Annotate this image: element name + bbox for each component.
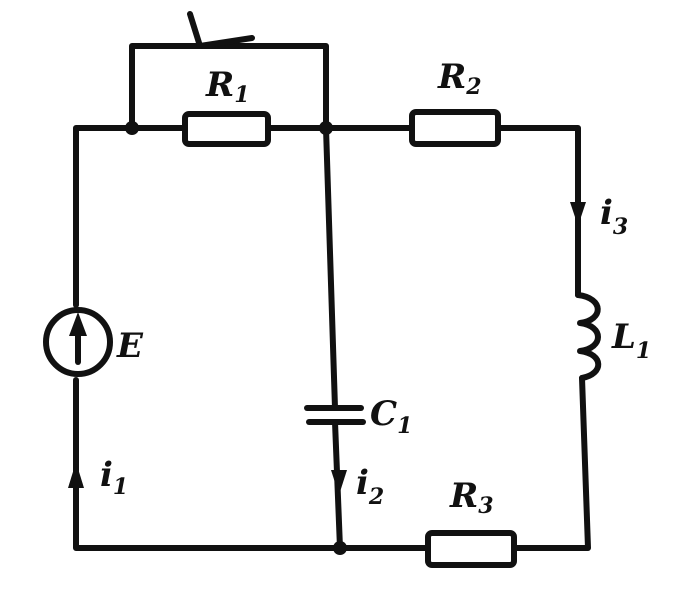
resistor-r1: [182, 111, 271, 147]
label-r3: R3: [449, 476, 494, 519]
junction-node-bottom-middle: [333, 541, 347, 555]
resistor-r3: [425, 530, 517, 568]
junction-node-left: [125, 121, 139, 135]
label-c1: C1: [370, 394, 412, 439]
wire-top-row: [129, 125, 581, 298]
current-arrow-i2: [331, 470, 347, 495]
current-arrow-i3: [570, 202, 586, 226]
switch-bypass-wire: [129, 43, 329, 131]
label-i1: i1: [100, 455, 128, 500]
wire-left-lower: [73, 377, 341, 551]
resistor-r2: [409, 109, 501, 147]
label-r1: R1: [205, 65, 250, 108]
label-r2: R2: [437, 57, 482, 100]
current-arrow-i1: [68, 462, 84, 488]
wire-right-lower: [337, 375, 591, 551]
inductor-coil: [575, 292, 602, 381]
label-i2: i2: [356, 463, 384, 510]
label-i3: i3: [600, 193, 628, 240]
source-arrow-head: [69, 312, 87, 336]
junction-node-top-middle: [319, 121, 333, 135]
wire-left-upper: [73, 125, 135, 308]
label-e: E: [116, 326, 144, 366]
label-l1: L1: [611, 317, 651, 364]
switch-blade: [187, 11, 255, 49]
